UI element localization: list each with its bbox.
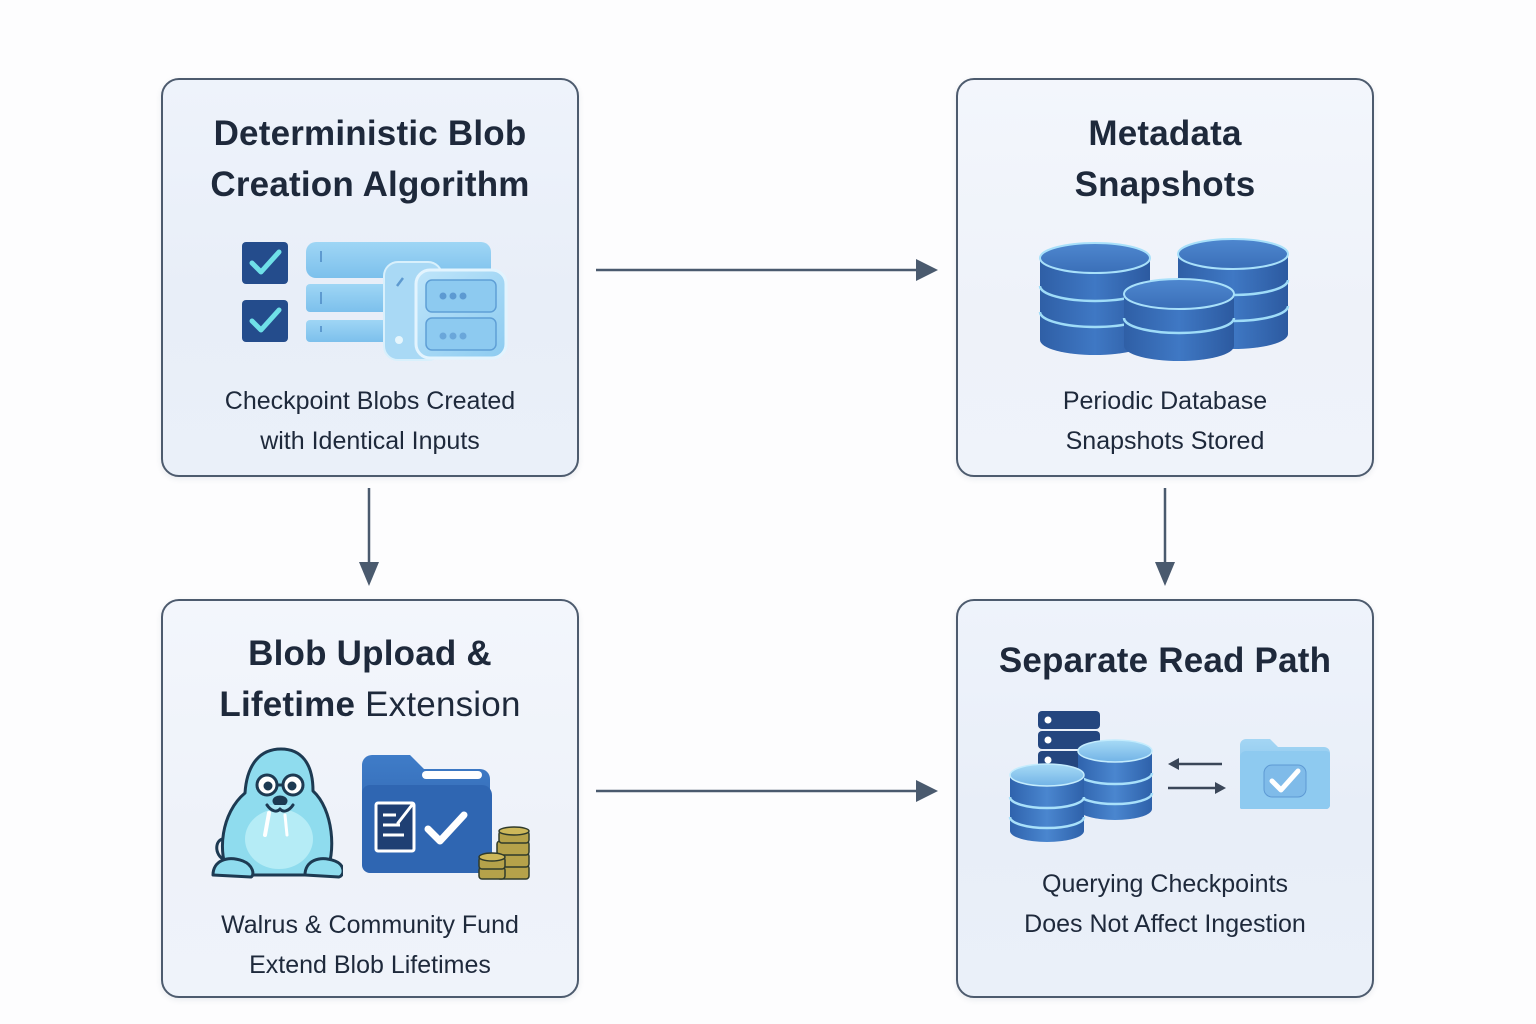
title-line: Blob Upload &	[248, 634, 492, 673]
folder-document-check-icon	[362, 755, 492, 873]
database-icon	[1076, 739, 1154, 820]
database-cluster-icon	[1008, 711, 1154, 842]
title-bold-part: Lifetime	[219, 685, 356, 724]
description-line: Checkpoint Blobs Created	[224, 387, 516, 415]
description-line: Periodic Database	[1062, 387, 1268, 415]
title-line: Creation Algorithm	[210, 165, 530, 204]
arrow-down-left	[359, 488, 379, 586]
node-description: Checkpoint Blobs Created with Identical …	[163, 381, 577, 461]
database-icon	[1008, 763, 1086, 842]
bidirectional-arrows-icon	[1168, 758, 1226, 794]
node-title: Deterministic Blob Creation Algorithm	[163, 108, 577, 210]
description-line: Walrus & Community Fund	[221, 911, 519, 939]
node-description: Querying Checkpoints Does Not Affect Ing…	[958, 864, 1372, 944]
title-line: Metadata	[1088, 114, 1242, 153]
description-line: Extend Blob Lifetimes	[249, 951, 491, 979]
walrus-mascot-icon	[211, 747, 343, 879]
description-line: Does Not Affect Ingestion	[1024, 910, 1306, 938]
node-title: Metadata Snapshots	[958, 108, 1372, 210]
database-stacks-icon	[1038, 238, 1290, 361]
description-line: with Identical Inputs	[260, 427, 480, 455]
title-line: Snapshots	[1074, 165, 1256, 204]
node-title: Blob Upload & Lifetime Extension	[163, 628, 577, 730]
server-blob-icon	[383, 261, 508, 361]
arrow-down-right	[1155, 488, 1175, 586]
title-line: Lifetime Extension	[163, 679, 577, 730]
arrow-right-bottom	[596, 780, 938, 802]
description-line: Snapshots Stored	[1065, 427, 1265, 455]
coin-stack-icon	[478, 826, 530, 880]
title-light-part: Extension	[365, 685, 521, 724]
node-metadata-snapshots: Metadata Snapshots	[956, 78, 1374, 477]
node-blob-upload-lifetime-extension: Blob Upload & Lifetime Extension	[161, 599, 579, 998]
node-title: Separate Read Path	[958, 635, 1372, 686]
description-line: Querying Checkpoints	[1042, 870, 1288, 898]
title-line: Deterministic Blob	[213, 114, 527, 153]
node-description: Walrus & Community Fund Extend Blob Life…	[163, 905, 577, 985]
node-separate-read-path: Separate Read Path	[956, 599, 1374, 998]
node-description: Periodic Database Snapshots Stored	[958, 381, 1372, 461]
folder-check-icon	[1240, 739, 1330, 809]
title-line: Separate Read Path	[998, 641, 1332, 680]
arrow-right-top	[596, 259, 938, 281]
node-deterministic-blob-creation: Deterministic Blob Creation Algorithm	[161, 78, 579, 477]
